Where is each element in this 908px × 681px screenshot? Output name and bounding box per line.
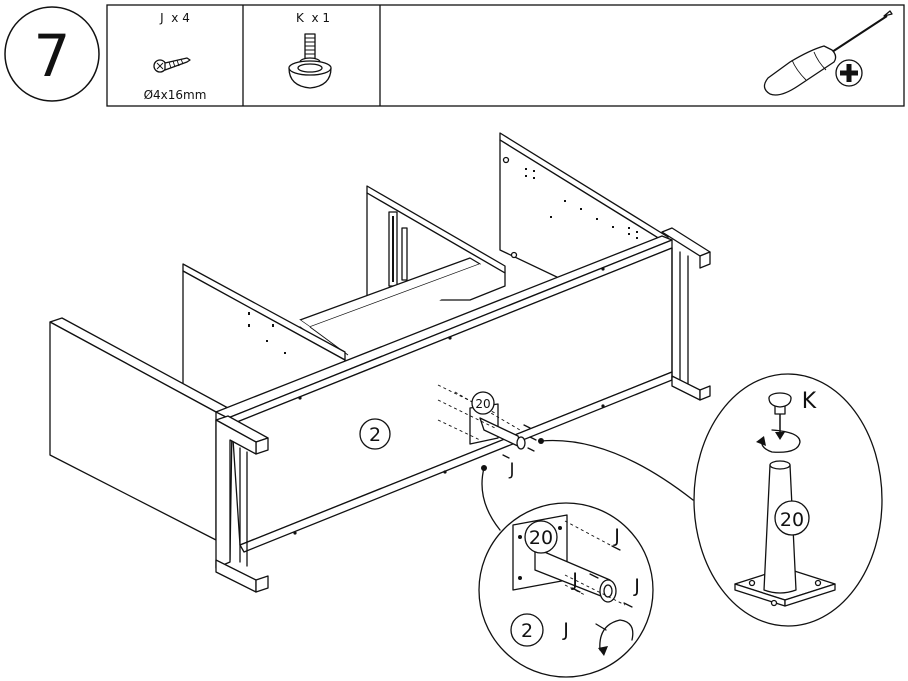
step-number-badge: 7 [4,6,100,102]
phillips-screwdriver-icon [763,10,893,96]
connector-line-bottom [481,467,501,531]
step-number: 7 [34,22,71,90]
connector-line-right [540,439,694,501]
front-panel: 2 [215,235,673,561]
rotate-counterclockwise-icon [756,429,801,453]
parts-box: J x 4 Ø4x16mm K x 1 [106,4,905,107]
part-k-quantity: K x 1 [296,11,330,25]
zoom-foot-glide: 20 K [693,373,883,627]
screw-icon [153,57,191,73]
screw-zoom-label-1: J [613,525,620,547]
foot-glide-icon [288,33,332,89]
glide-label: K [802,389,817,414]
screw-zoom-label-3: J [633,575,640,597]
panel-zoom-label: 2 [521,620,533,642]
rotate-clockwise-icon [595,619,634,656]
foot-glide-part [768,392,792,440]
frame-right [661,227,711,401]
leg-right-label: 20 [780,509,804,531]
cabinet-assembly: 2 [49,132,711,593]
screw-zoom-label-2: J [571,569,578,591]
frame-left [215,415,269,593]
leg-main: 20 J [437,384,544,480]
panel-number-label: 2 [369,424,381,446]
leg-zoom-label: 20 [529,527,553,549]
part-j-spec: Ø4x16mm [144,88,207,102]
leg-main-label: 20 [475,397,490,411]
screw-zoom-label-4: J [562,619,569,641]
part-j: J x 4 Ø4x16mm [144,11,207,102]
part-k: K x 1 [288,11,332,89]
zoom-leg-attachment: 20 J J J J 2 [478,502,654,678]
screw-main-label: J [508,460,514,480]
part-j-quantity: J x 4 [159,11,190,25]
